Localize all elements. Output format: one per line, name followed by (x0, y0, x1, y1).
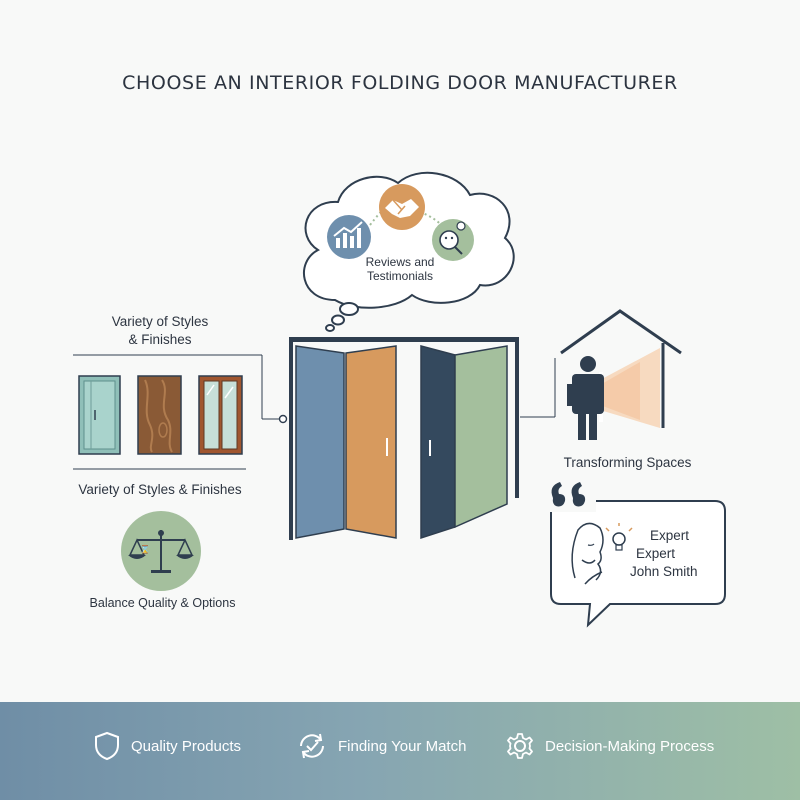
gear-icon (507, 733, 533, 759)
quote-line1: Expert (650, 528, 690, 543)
styles-heading-line2: & Finishes (128, 332, 192, 347)
folding-door (289, 337, 519, 540)
footer-item-quality: Quality Products (93, 731, 241, 761)
cloud-label: Reviews and Testimonials (325, 255, 475, 283)
scale-icon: ⌛ (121, 511, 201, 591)
quote-mark-icon (551, 482, 586, 507)
footer-label-match: Finding Your Match (338, 737, 467, 755)
glass-door-sample (78, 375, 121, 455)
cloud-label-line1: Reviews and (365, 255, 435, 269)
quote-line3: John Smith (630, 564, 698, 579)
shield-icon (95, 731, 119, 761)
review-faces-icon (432, 219, 474, 261)
balance-label: Balance Quality & Options (89, 596, 236, 610)
navy-door-panel (420, 345, 456, 540)
left-connector (73, 354, 288, 470)
page-title: CHOOSE AN INTERIOR FOLDING DOOR MANUFACT… (122, 72, 678, 94)
footer-label-quality: Quality Products (131, 737, 242, 755)
thinking-expert-icon (571, 522, 604, 585)
blue-door-panel (295, 345, 345, 539)
styles-heading: Variety of Styles & Finishes (80, 313, 240, 349)
person-icon (567, 356, 604, 440)
footer-label-decision: Decision-Making Process (545, 737, 715, 755)
quote-line2: Expert (636, 546, 676, 561)
green-door-panel (454, 345, 508, 529)
styles-heading-line1: Variety of Styles (111, 314, 209, 329)
footer-bar (0, 702, 800, 800)
lightbulb-icon (605, 523, 633, 551)
right-connector (520, 358, 556, 418)
footer-item-match: Finding Your Match (296, 731, 466, 761)
quote-text: Expert Expert John Smith (630, 527, 720, 581)
orange-door-panel (345, 345, 397, 539)
framed-glass-door-sample (198, 375, 243, 455)
refresh-check-icon (300, 733, 324, 759)
wood-door-sample (137, 375, 182, 455)
transforming-spaces-label: Transforming Spaces (563, 455, 692, 470)
svg-text:⌛: ⌛ (140, 544, 150, 554)
quote-bubble (540, 486, 726, 628)
growth-chart-icon (327, 215, 371, 259)
styles-caption: Variety of Styles & Finishes (78, 482, 242, 497)
diagram-canvas: ⌛ (73, 171, 726, 628)
cloud-label-line2: Testimonials (366, 269, 434, 283)
house-icon (560, 309, 682, 428)
handshake-icon (379, 184, 425, 230)
footer-item-decision: Decision-Making Process (505, 731, 714, 761)
